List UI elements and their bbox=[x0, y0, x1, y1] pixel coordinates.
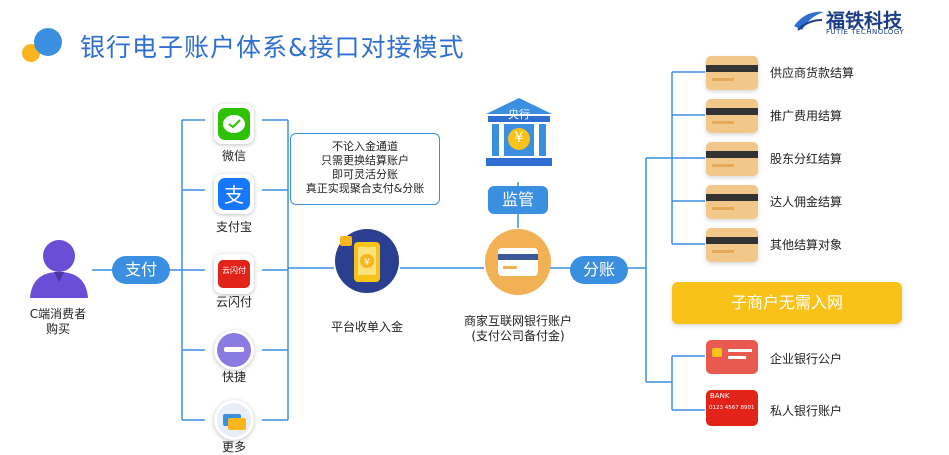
merchant-account-icon bbox=[484, 228, 552, 296]
split-pill: 分账 bbox=[570, 256, 628, 284]
channel-label-unionpay: 云闪付 bbox=[215, 295, 252, 309]
note-line: 即可灵活分账 bbox=[332, 168, 398, 181]
card-icon bbox=[706, 99, 758, 133]
central-bank-icon: 央行 ¥ bbox=[482, 94, 556, 168]
wechat-icon bbox=[214, 104, 254, 144]
settlement-label: 供应商货款结算 bbox=[770, 66, 855, 80]
merchant-label-line1: 商家互联网银行账户 bbox=[463, 314, 572, 328]
brand-logo bbox=[792, 6, 826, 34]
corporate-card-icon bbox=[706, 340, 758, 374]
channel-label-wechat: 微信 bbox=[221, 149, 246, 163]
title-dots bbox=[22, 28, 66, 62]
more-icon bbox=[214, 400, 254, 440]
channel-label-alipay: 支付宝 bbox=[215, 220, 252, 234]
settlement-label: 股东分红结算 bbox=[770, 152, 843, 166]
consumer-label-line1: C端消费者 bbox=[29, 307, 87, 321]
brand-subtitle: FUTIE TECHNOLOGY bbox=[826, 28, 905, 36]
settlement-label: 推广费用结算 bbox=[770, 109, 843, 123]
brand-name: 福铁科技 bbox=[826, 10, 903, 32]
card-icon bbox=[706, 142, 758, 176]
supervise-pill: 监管 bbox=[488, 186, 548, 214]
no-network-banner: 子商户无需入网 bbox=[672, 282, 902, 324]
alipay-icon: 支 bbox=[214, 174, 254, 214]
svg-text:¥: ¥ bbox=[364, 257, 370, 268]
platform-label: 平台收单入金 bbox=[330, 320, 403, 334]
consumer-label-line2: 购买 bbox=[45, 322, 70, 336]
settlement-label: 达人佣金结算 bbox=[770, 195, 843, 209]
central-bank-symbol: ¥ bbox=[514, 130, 524, 146]
note-line: 不论入金通道 bbox=[332, 140, 398, 153]
channel-label-more: 更多 bbox=[221, 440, 246, 454]
quick-pay-icon bbox=[214, 330, 254, 370]
card-icon bbox=[706, 56, 758, 90]
note-line: 只需更换结算账户 bbox=[321, 154, 409, 167]
merchant-label-line2: (支付公司备付金) bbox=[471, 329, 565, 343]
note-box: 不论入金通道 只需更换结算账户 即可灵活分账 真正实现聚合支付&分账 bbox=[290, 133, 440, 205]
svg-text:支: 支 bbox=[224, 183, 244, 207]
card-icon bbox=[706, 228, 758, 262]
bank-account-label: 企业银行公户 bbox=[770, 352, 843, 366]
page-title: 银行电子账户体系&接口对接模式 bbox=[80, 33, 465, 62]
central-bank-coin bbox=[508, 128, 530, 150]
pay-pill: 支付 bbox=[112, 256, 170, 284]
unionpay-icon-text: 云闪付 bbox=[222, 266, 246, 275]
personal-card-icon: BANK 0123 4567 8901 bbox=[706, 390, 758, 426]
connector-lines bbox=[92, 71, 705, 421]
personal-card-number: 0123 4567 8901 bbox=[709, 405, 755, 411]
platform-phone-icon: ¥ bbox=[334, 228, 400, 294]
note-line: 真正实现聚合支付&分账 bbox=[305, 182, 425, 195]
unionpay-quickpass-icon: 云闪付 bbox=[214, 254, 254, 294]
bank-account-label: 私人银行账户 bbox=[770, 404, 843, 418]
central-bank-sign: 央行 bbox=[508, 108, 530, 121]
channel-label-quick: 快捷 bbox=[221, 370, 246, 384]
consumer-avatar-icon bbox=[28, 238, 90, 298]
personal-card-brand: BANK bbox=[710, 392, 730, 400]
settlement-label: 其他结算对象 bbox=[770, 238, 843, 252]
card-icon bbox=[706, 185, 758, 219]
